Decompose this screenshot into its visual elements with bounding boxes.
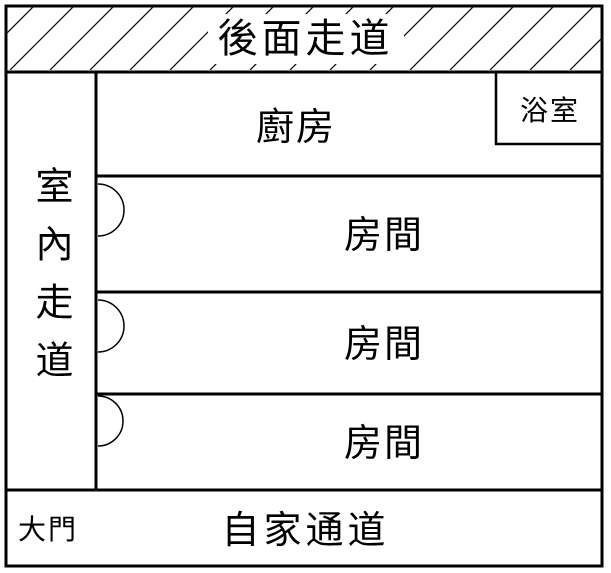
room-label-2: 房間 [343, 322, 424, 366]
door-arc-room-1 [97, 183, 125, 237]
kitchen-label: 廚房 [255, 105, 336, 149]
bathroom-wall [494, 72, 602, 146]
outer-wall [4, 4, 604, 568]
back-corridor-text-backing [208, 14, 404, 64]
room-label-3: 房間 [343, 421, 424, 465]
back-corridor-label: 後面走道 [217, 16, 394, 62]
indoor-corridor-label: 室內走道 [29, 166, 73, 398]
door-arc-room-2 [97, 299, 125, 353]
bathroom-label: 浴室 [519, 94, 580, 127]
private-path-label: 自家通道 [221, 508, 390, 552]
main-gate-label: 大門 [17, 513, 78, 546]
door-arc-room-3 [97, 395, 124, 447]
room-label-1: 房間 [343, 213, 424, 257]
